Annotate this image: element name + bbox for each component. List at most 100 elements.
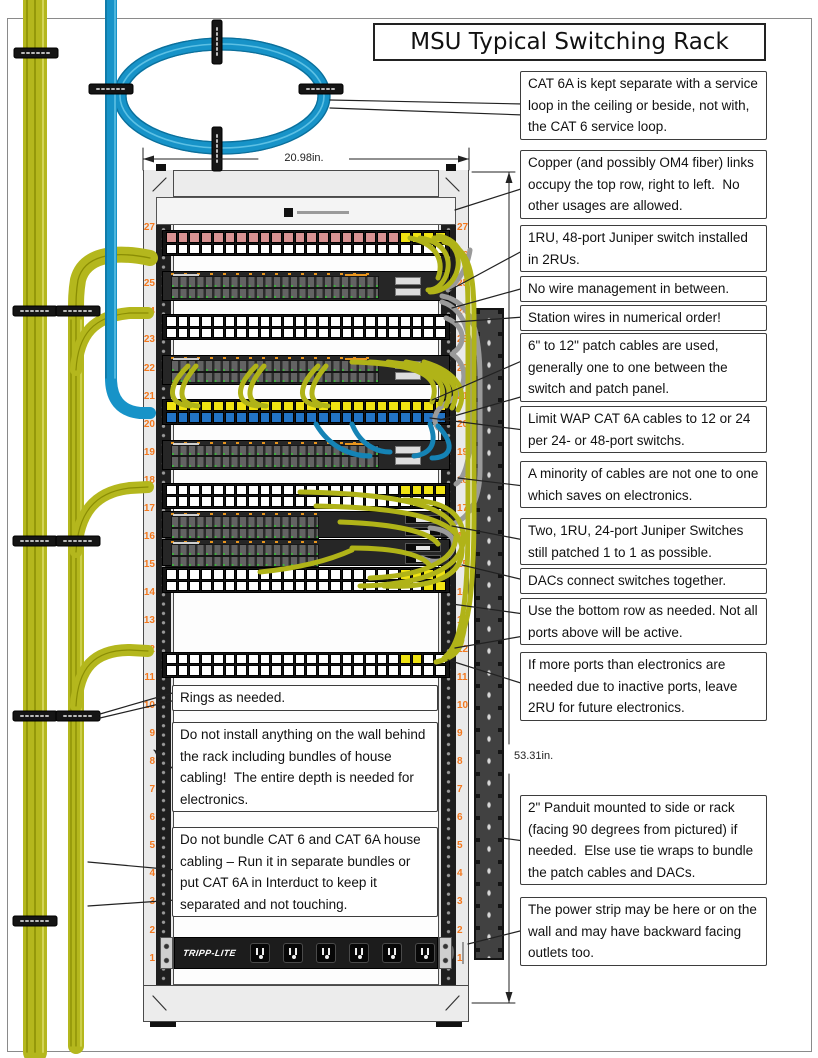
keystone-jack-white	[435, 243, 446, 254]
keystone-jack-pink	[353, 232, 364, 243]
keystone-jack-yellow	[283, 400, 294, 412]
rack-unit-number: 15	[143, 559, 155, 571]
patch-panel-ru21	[162, 398, 450, 425]
keystone-jack-white	[224, 496, 236, 507]
keystone-jack-white	[318, 243, 329, 254]
keystone-jack-white	[318, 327, 329, 339]
rack-unit-number: 18	[143, 474, 155, 486]
rack-unit-number: 4	[457, 868, 463, 880]
rack-unit-number: 5	[457, 840, 463, 852]
callout-left-2: Do not install anything on the wall behi…	[172, 722, 438, 812]
patch-panel-row	[166, 327, 446, 339]
keystone-jack-white	[388, 580, 400, 592]
keystone-jack-pink	[271, 232, 283, 243]
rack-unit-number: 27	[143, 222, 155, 233]
keystone-jack-white	[423, 653, 435, 664]
keystone-jack-white	[411, 316, 423, 327]
keystone-jack-white	[236, 665, 247, 676]
keystone-jack-white	[411, 580, 423, 592]
keystone-jack-white	[224, 484, 236, 496]
rack-width-dimension: 20.98in.	[259, 152, 349, 164]
keystone-jack-white	[318, 580, 329, 592]
keystone-jack-white	[283, 316, 294, 327]
keystone-jack-pink	[306, 232, 318, 243]
keystone-jack-white	[189, 569, 201, 580]
keystone-jack-white	[388, 243, 400, 254]
panduit-notches-left	[476, 310, 480, 958]
keystone-jack-yellow	[411, 400, 423, 412]
keystone-jack-yellow	[306, 400, 318, 412]
power-outlet	[316, 942, 336, 963]
keystone-jack-white	[271, 327, 283, 339]
keystone-jack-yellow	[411, 653, 423, 664]
keystone-jack-white	[259, 316, 271, 327]
keystone-jack-white	[329, 653, 341, 664]
callout-right-1: CAT 6A is kept separate with a service l…	[520, 71, 767, 140]
rack-unit-number: 6	[149, 812, 155, 824]
keystone-jack-yellow	[411, 569, 423, 580]
keystone-jack-white	[224, 327, 236, 339]
keystone-jack-blue	[236, 412, 247, 423]
keystone-jack-white	[212, 243, 224, 254]
keystone-jack-white	[283, 243, 294, 254]
keystone-jack-white	[166, 243, 177, 254]
patch-panel-row	[166, 653, 446, 664]
keystone-jack-white	[247, 316, 259, 327]
rack-unit-number: 19	[143, 446, 155, 458]
keystone-jack-yellow	[423, 580, 435, 592]
keystone-jack-yellow	[400, 232, 411, 243]
switch-port-field	[171, 444, 379, 468]
keystone-jack-white	[283, 580, 294, 592]
rack-unit-number: 10	[457, 699, 469, 711]
rack-unit-number: 7	[149, 784, 155, 795]
keystone-jack-blue	[388, 412, 400, 423]
keystone-jack-blue	[353, 412, 364, 423]
keystone-jack-white	[189, 484, 201, 496]
keystone-jack-white	[177, 316, 189, 327]
keystone-jack-yellow	[435, 484, 446, 496]
keystone-jack-white	[247, 496, 259, 507]
keystone-jack-white	[353, 243, 364, 254]
keystone-jack-yellow	[423, 232, 435, 243]
keystone-jack-yellow	[435, 232, 446, 243]
keystone-jack-white	[400, 243, 411, 254]
rack-unit-number: 21	[457, 390, 469, 402]
keystone-jack-white	[364, 316, 376, 327]
keystone-jack-white	[294, 316, 306, 327]
patch-panel-ru27	[162, 230, 450, 256]
rack-mount-ear-left	[156, 164, 166, 171]
keystone-jack-yellow	[388, 400, 400, 412]
keystone-jack-white	[236, 580, 247, 592]
patch-panel-row	[166, 580, 446, 592]
keystone-jack-white	[224, 580, 236, 592]
keystone-jack-white	[283, 569, 294, 580]
keystone-jack-yellow	[423, 400, 435, 412]
keystone-jack-white	[247, 327, 259, 339]
keystone-jack-white	[259, 327, 271, 339]
keystone-jack-white	[236, 569, 247, 580]
keystone-jack-white	[364, 580, 376, 592]
rack-unit-number: 13	[457, 615, 469, 627]
keystone-jack-white	[271, 243, 283, 254]
patch-panel-row	[166, 316, 446, 327]
keystone-jack-white	[294, 243, 306, 254]
juniper-24port-switch	[162, 539, 450, 568]
keystone-jack-yellow	[201, 400, 212, 412]
keystone-jack-pink	[177, 232, 189, 243]
keystone-jack-white	[353, 653, 364, 664]
rack-unit-number: 11	[144, 671, 155, 683]
keystone-jack-white	[294, 665, 306, 676]
keystone-jack-white	[341, 484, 353, 496]
keystone-jack-yellow	[423, 569, 435, 580]
keystone-jack-white	[189, 496, 201, 507]
keystone-jack-white	[259, 653, 271, 664]
page-title: MSU Typical Switching Rack	[373, 23, 766, 61]
keystone-jack-pink	[376, 232, 388, 243]
keystone-jack-white	[376, 665, 388, 676]
keystone-jack-white	[388, 327, 400, 339]
keystone-jack-yellow	[177, 400, 189, 412]
keystone-jack-white	[212, 665, 224, 676]
rack-unit-number: 12	[143, 643, 155, 655]
keystone-jack-white	[435, 653, 446, 664]
